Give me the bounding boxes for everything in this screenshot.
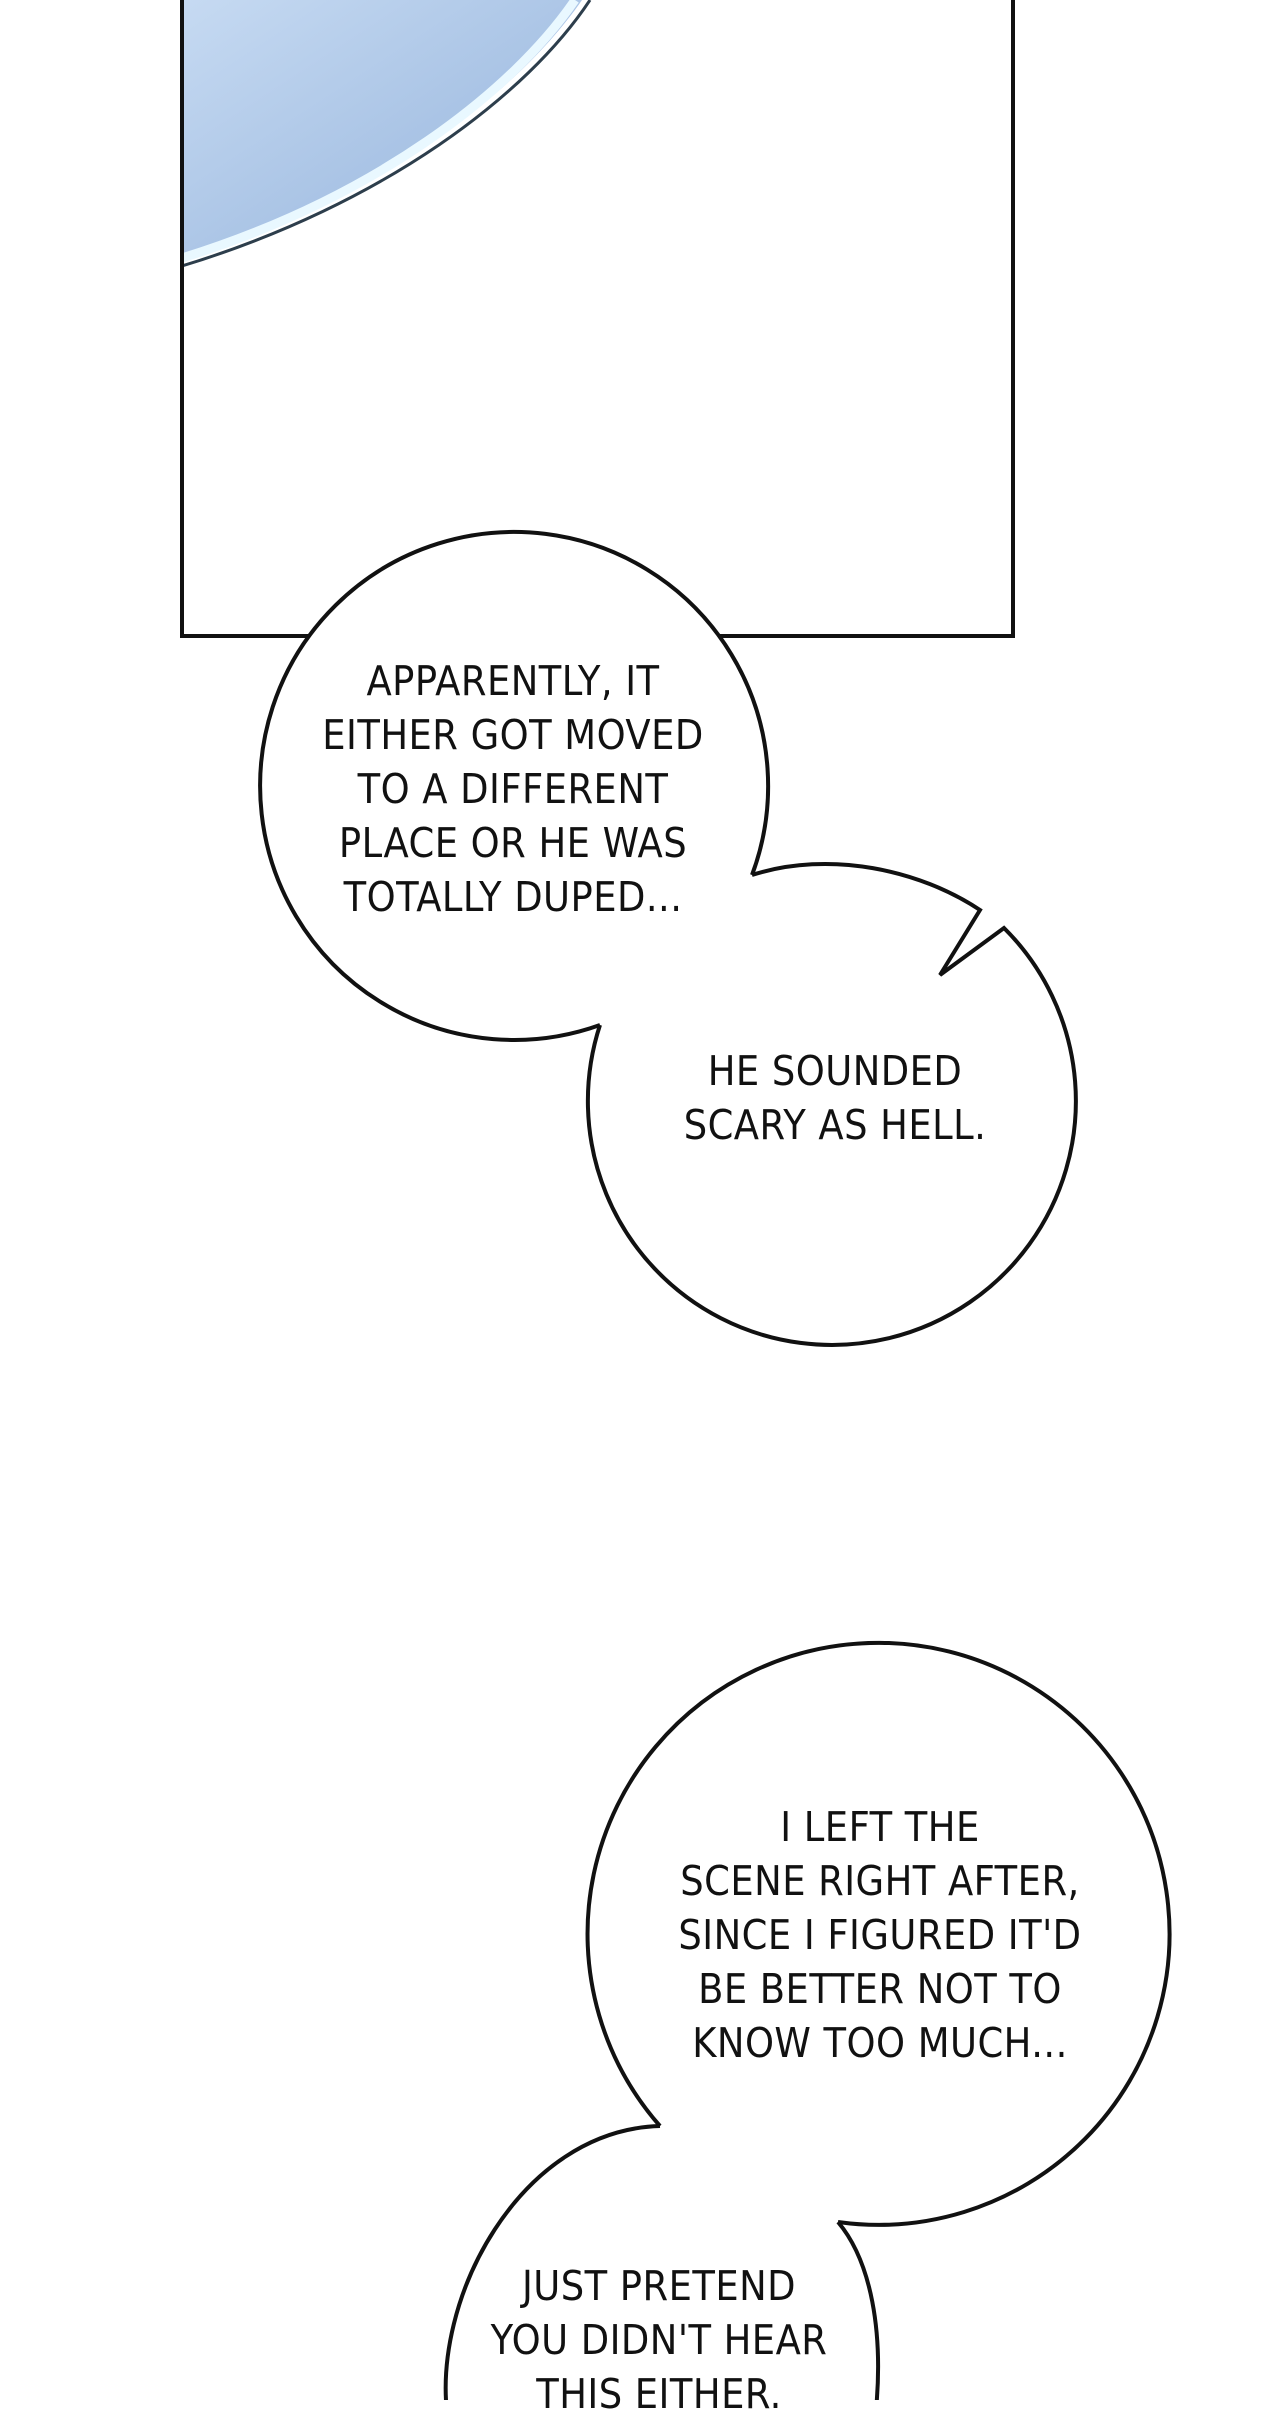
speech-bubble-4-outline bbox=[443, 2124, 881, 2400]
bubble-4-line-3: THIS EITHER. bbox=[536, 2370, 782, 2418]
speech-bubble-pair-bottom bbox=[443, 1640, 1172, 2400]
bubble-1-line-4: PLACE OR HE WAS bbox=[338, 819, 688, 867]
bubble-1-line-5: TOTALLY DUPED... bbox=[343, 873, 683, 921]
speech-bubble-pair-top bbox=[258, 529, 1078, 1350]
speech-bubble-4-text: JUST PRETEND YOU DIDN'T HEAR THIS EITHER… bbox=[479, 2259, 839, 2421]
bubble-3-line-4: BE BETTER NOT TO bbox=[698, 1965, 1062, 2013]
speech-bubble-1-text: APPARENTLY, IT EITHER GOT MOVED TO A DIF… bbox=[288, 654, 738, 924]
comic-panel bbox=[180, 0, 1015, 638]
speech-bubble-3-text: I LEFT THE SCENE RIGHT AFTER, SINCE I FI… bbox=[655, 1800, 1105, 2070]
bubble-1-line-3: TO A DIFFERENT bbox=[357, 765, 669, 813]
bubble-2-line-2: SCARY AS HELL. bbox=[683, 1101, 987, 1149]
curved-object-shape bbox=[182, 0, 582, 262]
bubble-3-line-1: I LEFT THE bbox=[780, 1803, 980, 1851]
bubble-4-line-1: JUST PRETEND bbox=[521, 2262, 797, 2310]
speech-bubble-1-outline bbox=[258, 529, 771, 1042]
curved-object-highlight bbox=[182, 0, 579, 263]
curved-object-edge bbox=[182, 0, 592, 268]
bubble-4-line-2: YOU DIDN'T HEAR bbox=[490, 2316, 828, 2364]
bubble-2-line-1: HE SOUNDED bbox=[707, 1047, 963, 1095]
bubble-1-line-2: EITHER GOT MOVED bbox=[322, 711, 704, 759]
speech-bubble-2-outline bbox=[585, 861, 1078, 1347]
bubble-3-line-3: SINCE I FIGURED IT'D bbox=[678, 1911, 1082, 1959]
speech-bubble-2-text: HE SOUNDED SCARY AS HELL. bbox=[642, 1044, 1029, 1152]
bubble-3-line-5: KNOW TOO MUCH... bbox=[692, 2019, 1068, 2067]
bubble-3-line-2: SCENE RIGHT AFTER, bbox=[680, 1857, 1080, 1905]
bubble-1-line-1: APPARENTLY, IT bbox=[366, 657, 660, 705]
speech-bubble-3-outline bbox=[585, 1640, 1172, 2227]
